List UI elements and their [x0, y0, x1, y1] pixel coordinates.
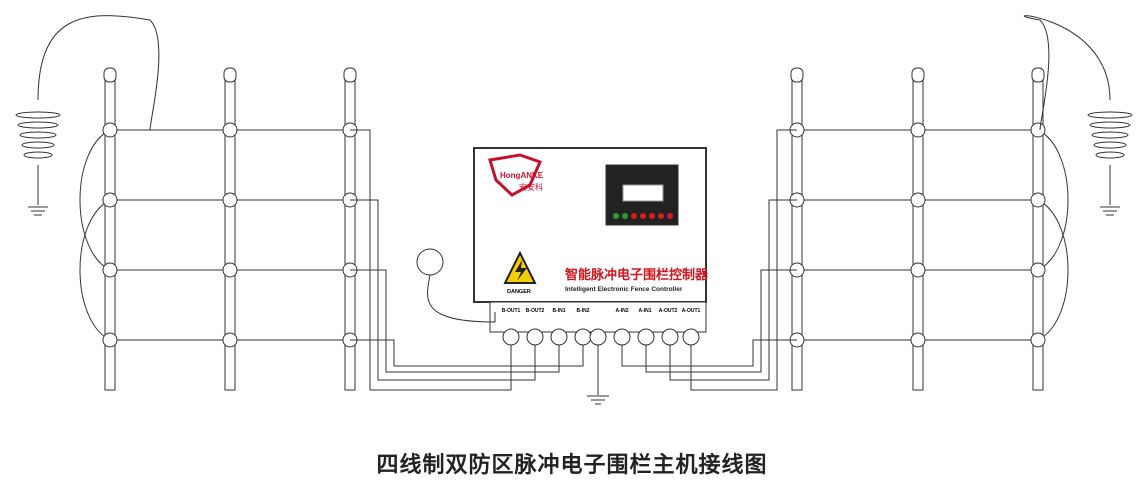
terminal-strip: [489, 301, 707, 333]
post-cap: [223, 67, 237, 83]
connection-wire: [350, 339, 584, 367]
lcd-screen: [622, 184, 664, 202]
terminal-label: A-IN1: [638, 308, 652, 314]
fence-wire-loop: [1037, 129, 1069, 271]
post-cap: [103, 67, 117, 83]
terminal-screw: [526, 328, 544, 346]
wire-insulator-ring: [910, 192, 926, 208]
status-led: [631, 213, 637, 219]
connection-wire: [350, 129, 512, 391]
terminal-label: A-OUT2: [658, 308, 678, 314]
connection-wire: [350, 199, 536, 381]
terminal-label: B-IN2: [576, 308, 590, 314]
danger-label: DANGER: [507, 289, 531, 295]
wire-insulator-ring: [102, 262, 118, 278]
arrester-disc: [1091, 131, 1129, 139]
arrester-disc: [19, 131, 57, 139]
post-cap: [911, 67, 925, 83]
brand-logo-text: HongANKE: [500, 171, 544, 180]
brand-logo-cn: 宏安科: [519, 183, 543, 192]
status-led: [640, 213, 646, 219]
arrester-disc: [1095, 151, 1125, 159]
status-led: [667, 213, 673, 219]
terminal-screw: [637, 328, 655, 346]
ground-lead: [1023, 15, 1111, 131]
wire-insulator-ring: [222, 192, 238, 208]
wire-insulator-ring: [102, 332, 118, 348]
connection-wire: [645, 269, 797, 373]
terminal-screw: [574, 328, 592, 346]
status-led: [649, 213, 655, 219]
arrester-disc: [1087, 111, 1133, 119]
connection-wire: [350, 269, 560, 373]
arrester-disc: [17, 121, 59, 129]
arrester-disc: [1093, 141, 1127, 149]
arrester-disc: [21, 141, 55, 149]
terminal-screw: [613, 328, 631, 346]
controller-title-en: Intelligent Electronic Fence Controller: [565, 286, 683, 293]
terminal-screw: [682, 328, 700, 346]
arrester-disc: [15, 111, 61, 119]
fence-wire-loop: [79, 129, 111, 271]
wire-insulator-ring: [222, 262, 238, 278]
brand-shield-icon: [488, 153, 543, 197]
power-socket-icon: [416, 248, 444, 276]
ground-lead: [37, 15, 160, 131]
terminal-label: B-IN1: [552, 308, 566, 314]
controller-title-cn: 智能脉冲电子围栏控制器: [565, 268, 709, 283]
terminal-screw: [661, 328, 679, 346]
power-cord: [427, 274, 496, 323]
connection-wire: [669, 199, 797, 381]
post-cap: [790, 67, 804, 83]
wire-insulator-ring: [222, 332, 238, 348]
wire-insulator-ring: [1030, 332, 1046, 348]
wire-insulator-ring: [102, 192, 118, 208]
fence-wire-loop: [1037, 199, 1069, 341]
terminal-screw: [502, 328, 520, 346]
status-led: [613, 213, 619, 219]
status-led: [658, 213, 664, 219]
wire-insulator-ring: [1030, 192, 1046, 208]
wire-insulator-ring: [910, 122, 926, 138]
wire-insulator-ring: [1030, 122, 1046, 138]
post-cap: [1031, 67, 1045, 83]
lightning-bolt-icon: [515, 260, 527, 281]
terminal-label: A-OUT1: [681, 308, 701, 314]
terminal-screw: [550, 328, 568, 346]
terminal-label: A-IN2: [615, 308, 629, 314]
terminal-screw: [589, 328, 607, 346]
wire-insulator-ring: [222, 122, 238, 138]
arrester-disc: [23, 151, 53, 159]
terminal-label: B-OUT2: [525, 308, 545, 314]
connection-wire: [690, 129, 797, 391]
post-cap: [343, 67, 357, 83]
wire-insulator-ring: [1030, 262, 1046, 278]
status-led: [622, 213, 628, 219]
fence-wire-loop: [79, 199, 111, 341]
diagram-caption: 四线制双防区脉冲电子围栏主机接线图: [376, 453, 768, 478]
wire-insulator-ring: [910, 262, 926, 278]
wire-insulator-ring: [102, 122, 118, 138]
wire-insulator-ring: [910, 332, 926, 348]
connection-wire: [621, 339, 797, 367]
arrester-disc: [1089, 121, 1131, 129]
terminal-label: B-OUT1: [501, 308, 521, 314]
